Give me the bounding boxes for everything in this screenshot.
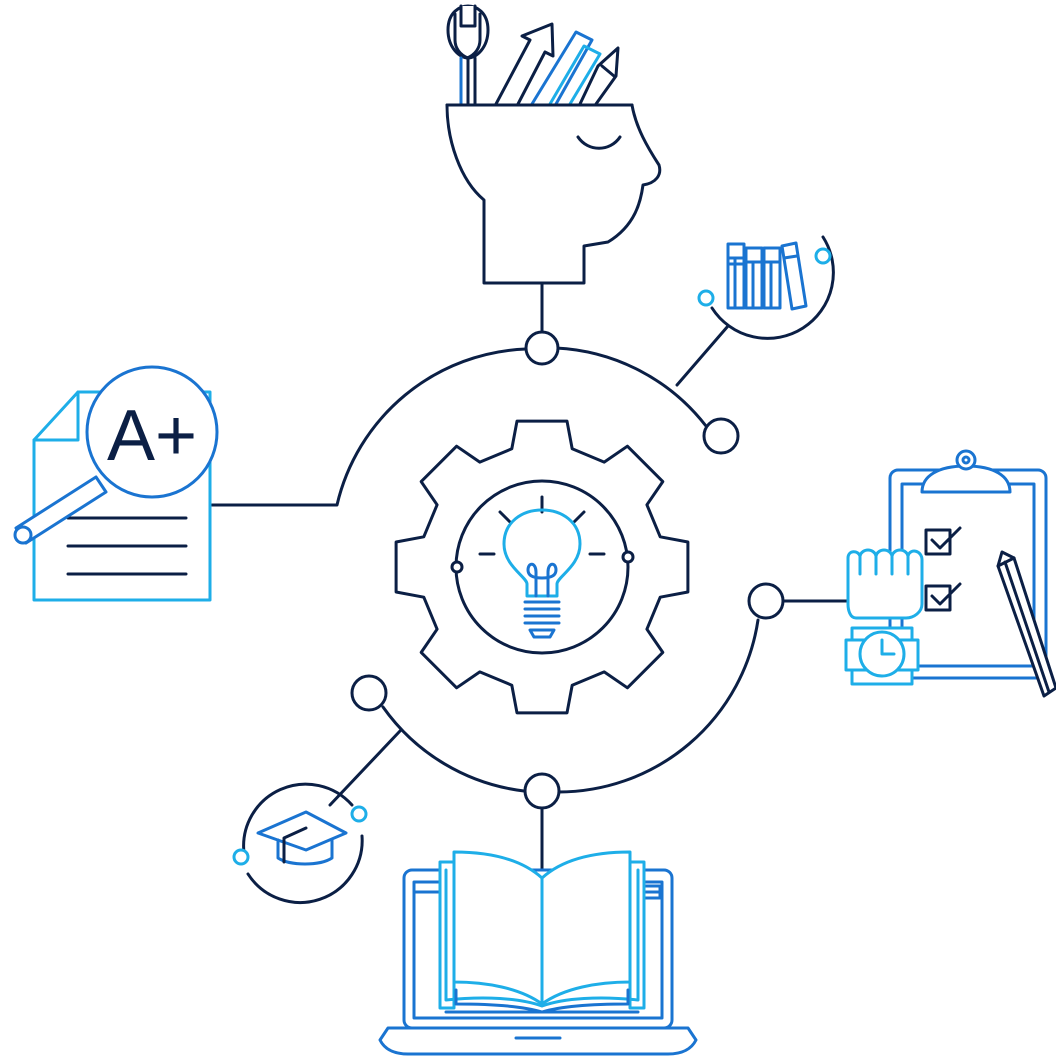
gear-outline <box>394 419 690 715</box>
node-right-upper <box>702 417 740 455</box>
head-outline <box>445 103 662 285</box>
node-bottom <box>523 772 561 810</box>
bulb-glass <box>502 508 582 598</box>
link-cap <box>328 729 402 807</box>
fist-watch-icon <box>844 548 924 686</box>
laptop-open-book-icon <box>378 850 698 1056</box>
bulb-base <box>523 600 561 639</box>
gear-ring-dot-right <box>621 550 635 564</box>
ring-arc-bottom-right <box>554 618 760 794</box>
magnifier-lens <box>85 365 219 499</box>
grade-text: A+ <box>107 396 197 476</box>
pencil-icon <box>578 46 620 106</box>
node-right <box>747 582 785 620</box>
books-dot-left <box>697 289 715 307</box>
books-icon <box>697 235 835 340</box>
ring-arc-bottom-left <box>381 705 526 793</box>
laptop-base <box>378 1026 698 1056</box>
document-fold <box>32 390 80 442</box>
bulb-filament <box>526 562 558 598</box>
gear-lightbulb-icon <box>394 419 690 715</box>
closed-eye <box>576 135 622 150</box>
cap-dot-right <box>350 805 368 823</box>
head-with-tools-icon <box>445 4 662 285</box>
bulb-rays <box>478 495 606 556</box>
ruler-icon <box>530 30 602 106</box>
checkmark-2 <box>930 582 962 606</box>
books-dot-right <box>814 247 832 265</box>
cap-dot-left <box>232 848 250 866</box>
arrow-icon <box>494 22 555 106</box>
graded-document-icon: A+ <box>13 365 219 602</box>
ring-arc-top-right <box>554 346 708 428</box>
node-top <box>524 330 560 366</box>
book-left-page <box>452 850 544 1006</box>
gear-ring-dot-left <box>450 560 464 574</box>
ring-arc-left <box>210 347 528 507</box>
link-books <box>675 324 730 387</box>
clipboard-checklist-icon <box>844 449 1056 698</box>
wrench-icon <box>446 4 490 106</box>
document-lines <box>66 516 188 576</box>
checkbox-2 <box>924 584 952 612</box>
graduation-cap-icon <box>232 782 368 904</box>
connector-network <box>210 281 850 872</box>
book-right-page <box>540 850 632 1006</box>
open-book <box>438 850 646 1014</box>
checkbox-1 <box>924 528 952 556</box>
checkmark-1 <box>930 526 962 550</box>
node-left-lower <box>350 674 388 712</box>
